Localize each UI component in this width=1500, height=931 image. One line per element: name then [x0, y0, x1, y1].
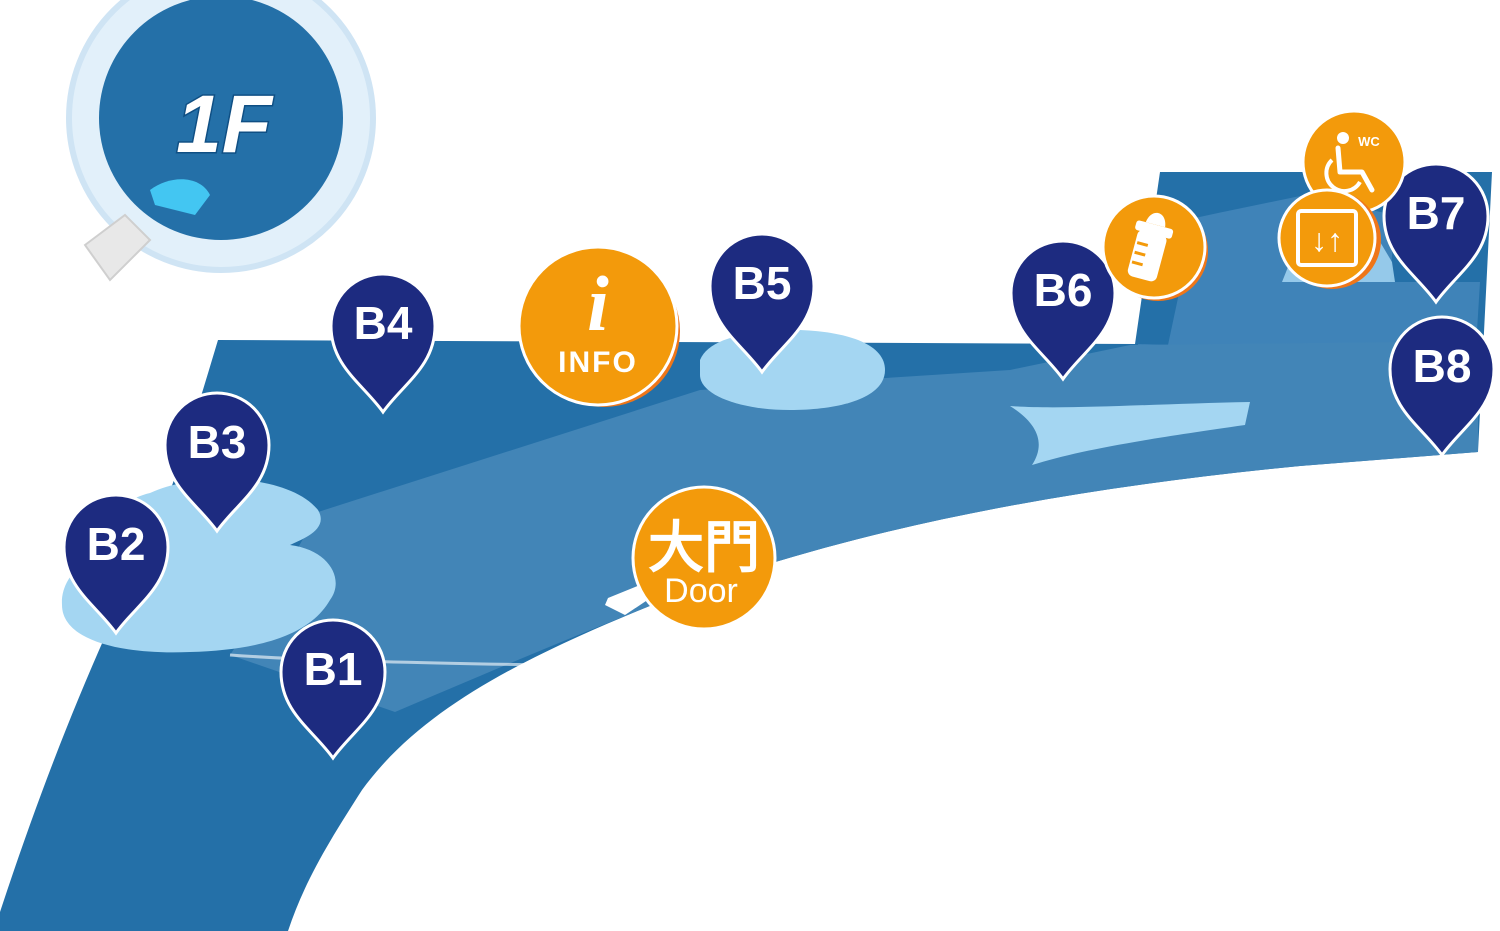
- booth-pin-b4[interactable]: B4: [329, 272, 437, 415]
- floor-patch-info: [700, 330, 885, 410]
- baby-bottle-icon: [1127, 212, 1174, 282]
- booth-label: B5: [733, 257, 792, 309]
- door-label-zh: 大門: [648, 516, 760, 579]
- booth-label: B1: [304, 643, 363, 695]
- info-marker[interactable]: i INFO: [517, 245, 680, 407]
- floor-badge: 1F: [66, 0, 376, 282]
- booth-pin-b3[interactable]: B3: [163, 391, 271, 534]
- info-label: INFO: [558, 346, 638, 379]
- nursing-room-marker[interactable]: [1101, 194, 1208, 301]
- booth-label: B6: [1034, 264, 1093, 316]
- door-label-en: Door: [664, 572, 738, 610]
- elevator-icon: ↓↑: [1296, 209, 1358, 267]
- booth-pin-b7[interactable]: B7: [1382, 162, 1490, 305]
- booth-pin-b1[interactable]: B1: [279, 618, 387, 761]
- booth-label: B2: [87, 518, 146, 570]
- booth-pin-b2[interactable]: B2: [62, 493, 170, 636]
- facility-markers: i INFO 大門 Door: [517, 109, 1407, 631]
- elevator-arrows: ↓↑: [1311, 222, 1343, 258]
- elevator-marker[interactable]: ↓↑: [1277, 188, 1381, 289]
- booth-label: B8: [1413, 340, 1472, 392]
- booth-pin-b8[interactable]: B8: [1388, 315, 1496, 458]
- booth-pins: B1 B2 B3 B4 B5 B6 B7 B8: [62, 162, 1496, 761]
- door-marker[interactable]: 大門 Door: [631, 485, 777, 631]
- info-icon: i: [587, 260, 609, 347]
- booth-label: B3: [188, 416, 247, 468]
- booth-pin-b5[interactable]: B5: [708, 232, 816, 375]
- floor-badge-label: 1F: [176, 79, 274, 170]
- booth-label: B4: [354, 297, 413, 349]
- booth-pin-b6[interactable]: B6: [1009, 239, 1117, 382]
- booth-label: B7: [1407, 187, 1466, 239]
- floor-patch-east: [1010, 402, 1250, 465]
- wheelchair-wc-icon: WC: [1324, 132, 1380, 194]
- wc-label: WC: [1358, 134, 1380, 149]
